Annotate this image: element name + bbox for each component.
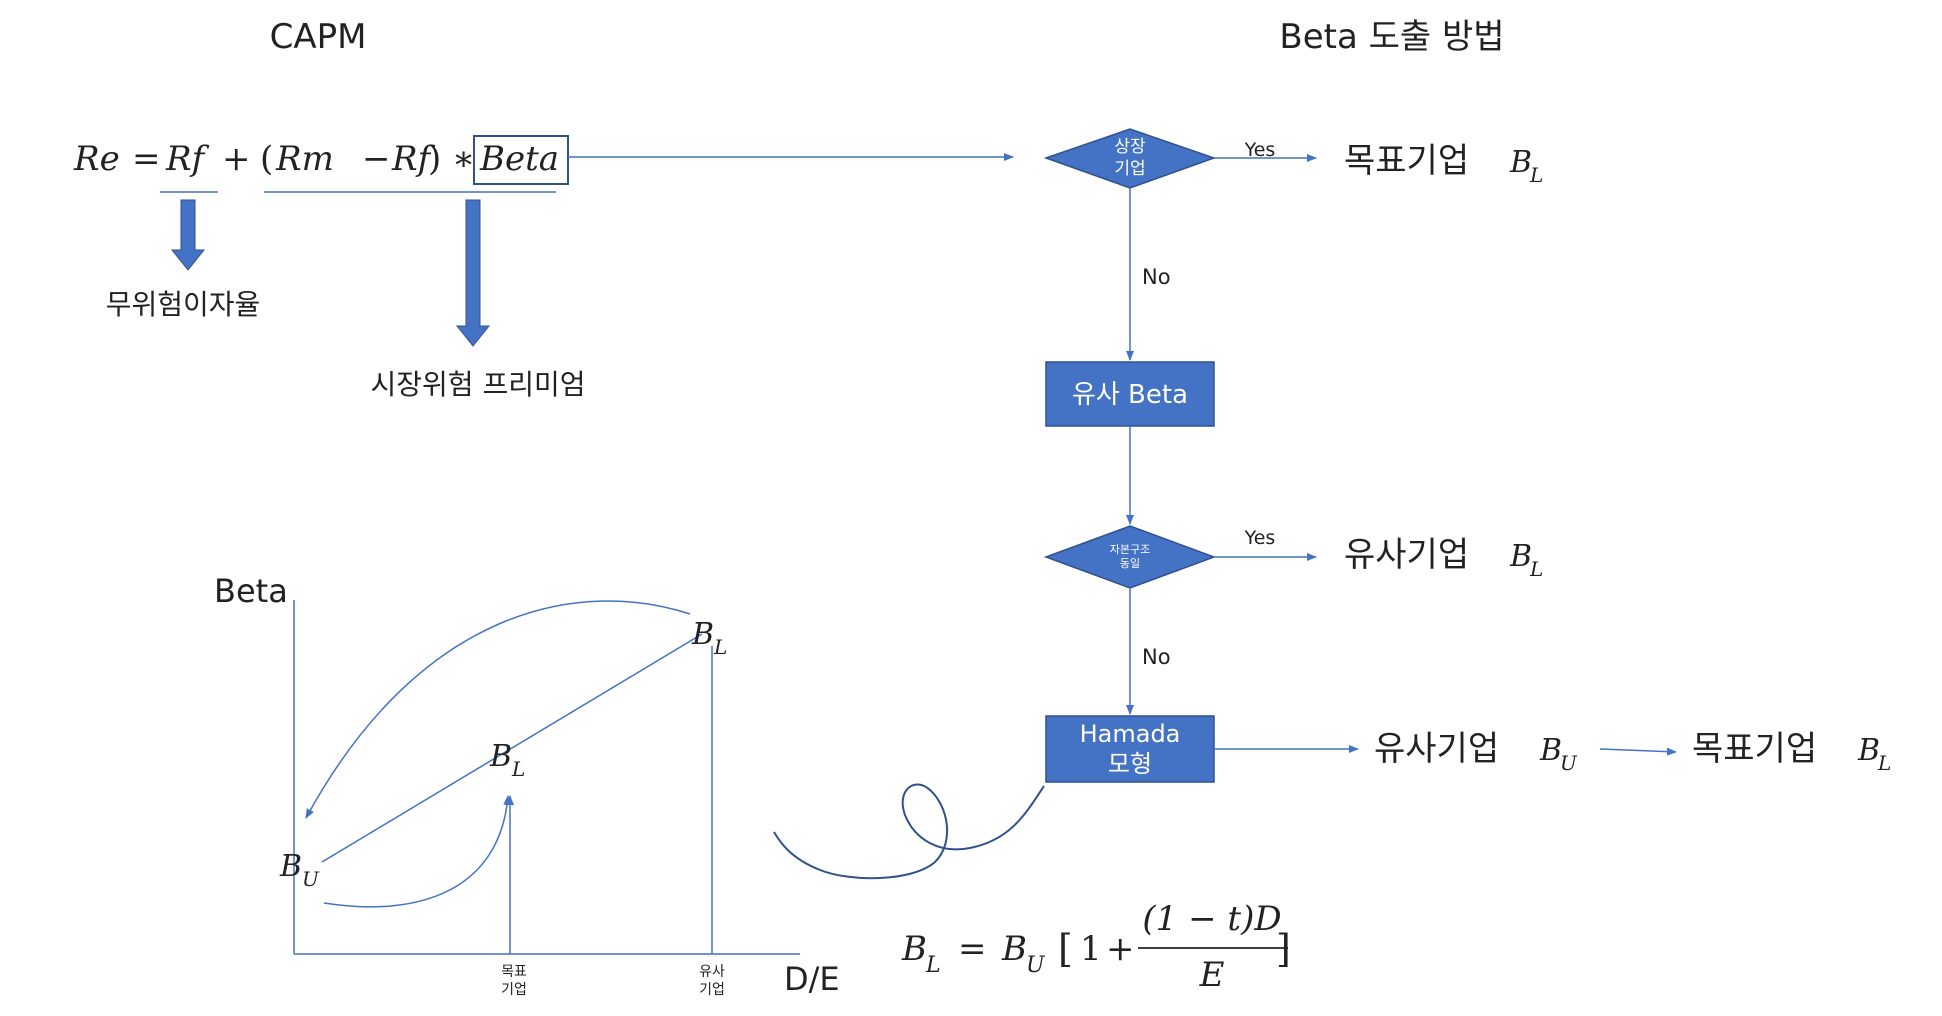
result1-var: B [1509,145,1532,180]
hamada-line2: 모형 [1108,750,1152,778]
bu-to-target-arrow [1599,747,1677,756]
result2-var: B [1509,539,1532,574]
beta-highlight-box [473,135,569,185]
decision2-line2: 동일 [1120,556,1140,570]
result3-text: 유사기업 [1374,729,1499,769]
decision1-line2: 기업 [1114,159,1145,179]
result-target-bl: 목표기업 B L [1344,141,1543,187]
similar-beta-process [1045,361,1215,427]
market-premium-label: 시장위험 프리미엄 [371,368,586,401]
hf-bracket-close: ] [1276,927,1291,971]
hamada-line1: Hamada [1080,720,1181,748]
bu-point-var: B [279,849,302,884]
result2-sub: L [1529,557,1543,581]
formula-beta: Beta [479,139,559,179]
premium-down-arrow [455,199,491,347]
result4-text: 목표기업 [1692,729,1817,769]
hf-bl-sub: L [925,953,941,978]
result-peer-bl: 유사기업 B L [1344,535,1543,581]
formula-multiply: ∗ [452,139,475,179]
formula-minus: − [362,139,391,179]
tick-peer-line2: 기업 [699,982,725,998]
bl-peer-point-sub: L [713,635,727,659]
formula-re: Re [73,139,120,179]
result-target-bl-final: 목표기업 B L [1692,729,1891,775]
bu-point-sub: U [302,867,320,891]
bl-peer-point-var: B [691,617,714,652]
formula-rf2: Rf [391,139,436,179]
decision2-yes-label: Yes [1244,527,1276,549]
beta-de-graph: Beta D/E B U B L B L 목표 기업 유사 기업 [214,572,840,998]
bl-target-point-sub: L [511,757,525,781]
hf-one: 1 [1080,929,1102,969]
tick-target-line2: 기업 [501,982,527,998]
decision2-no-label: No [1142,645,1171,669]
hamada-formula: B L = B U [ 1 + (1 − t)D E ] [901,899,1291,995]
beta-line [321,633,703,863]
formula-equals: = [132,139,161,179]
formula-rm: Rm [275,139,334,179]
result4-sub: L [1877,751,1891,775]
x-axis-label: D/E [784,960,840,998]
hf-equals: = [958,929,987,969]
risk-free-label: 무위험이자율 [106,288,261,321]
result3-sub: U [1560,751,1578,775]
decision1-yes-label: Yes [1244,139,1276,161]
risk-free-down-arrow [170,199,206,271]
capm-formula: Re = Rf + ( Rm − Rf ) ∗ Beta [73,135,569,185]
similar-beta-label: 유사 Beta [1072,380,1188,410]
hf-numerator: (1 − t)D [1142,899,1281,939]
hf-denominator: E [1199,955,1225,995]
decision1-no-label: No [1142,265,1171,289]
result1-sub: L [1529,163,1543,187]
formula-paren-close: ) [428,139,441,179]
hf-bl-var: B [901,929,927,969]
decision1-line1: 상장 [1114,137,1146,157]
beta-method-heading: Beta 도출 방법 [1279,17,1504,57]
hamada-squiggle-connector [773,783,1045,880]
unlever-curve-arrow [305,600,691,819]
hamada-model-process [1045,715,1215,783]
tick-target-line1: 목표 [501,964,527,980]
result2-text: 유사기업 [1344,535,1469,575]
result4-var: B [1857,733,1880,768]
tick-peer-line1: 유사 [699,964,725,980]
hf-bracket-open: [ [1058,927,1073,971]
relever-curve-arrow [323,795,512,908]
formula-rf: Rf [165,139,210,179]
hf-bu-sub: U [1026,953,1046,978]
result-peer-bu: 유사기업 B U [1374,729,1578,775]
bl-target-point-var: B [489,739,512,774]
formula-plus: + [222,139,251,179]
hf-bu-var: B [1001,929,1027,969]
result1-text: 목표기업 [1344,141,1469,181]
capm-heading: CAPM [270,17,367,57]
result3-var: B [1539,733,1562,768]
hf-plus: + [1106,929,1135,969]
y-axis-label: Beta [214,572,288,610]
formula-paren-open: ( [260,139,273,179]
decision2-line1: 자본구조 [1110,543,1150,556]
